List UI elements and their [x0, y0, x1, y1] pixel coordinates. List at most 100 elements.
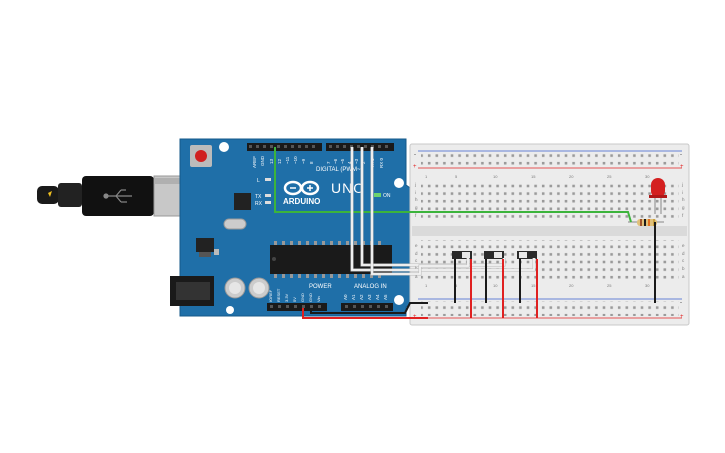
- column-number: 1: [425, 283, 428, 288]
- red-led[interactable]: [649, 178, 667, 214]
- column-number: 10: [493, 174, 498, 179]
- row-letter: g: [682, 205, 685, 210]
- top-terminal-strip: [421, 180, 679, 220]
- column-number: 20: [569, 174, 574, 179]
- column-number: 10: [493, 283, 498, 288]
- top-power-rail: [421, 152, 679, 167]
- pin-10-label: ~10: [293, 156, 298, 164]
- column-number: 30: [645, 174, 650, 179]
- column-number: 25: [607, 283, 612, 288]
- usb-icon: [103, 189, 132, 203]
- top-rail-minus-right: -: [680, 152, 682, 158]
- pin-a4-label: A4: [375, 294, 380, 300]
- usb-cable: [37, 175, 195, 217]
- pin-rx-label: RX 0: [379, 157, 384, 168]
- pin-reset-label: RESET: [276, 288, 281, 302]
- column-number: 20: [569, 283, 574, 288]
- row-letter: f: [682, 213, 684, 218]
- resistor[interactable]: [628, 219, 664, 226]
- pin-5-label: ~5: [340, 158, 345, 164]
- arduino-uno-board[interactable]: AREF GND 13 12 ~11 ~10 ~9 8 7 ~6 ~5 4 ~3…: [170, 138, 417, 317]
- black-wire-gnd[interactable]: [310, 302, 428, 314]
- lightning-icon: [48, 191, 52, 197]
- pin-gnd1-label: GND: [300, 293, 305, 302]
- row-letter: a: [415, 274, 418, 279]
- pin-4-label: 4: [347, 161, 352, 164]
- row-letter: e: [682, 243, 685, 248]
- arduino-model: UNO: [331, 180, 365, 196]
- top-rail-plus: +: [413, 164, 417, 170]
- mount-hole: [226, 306, 234, 314]
- analog-label: ANALOG IN: [354, 284, 387, 290]
- top-rail-plus-right: +: [680, 164, 684, 170]
- slide-switch[interactable]: [484, 251, 504, 259]
- led-rx-label: RX: [255, 201, 263, 207]
- column-number: 5: [455, 283, 458, 288]
- led-on-label: ON: [383, 193, 391, 199]
- white-wire-1-core: [351, 147, 535, 271]
- power-led: [374, 193, 381, 197]
- pin-13-label: 13: [269, 158, 274, 164]
- pin-vin-label: Vin: [316, 296, 321, 302]
- column-number: 15: [531, 174, 536, 179]
- analog-header: [341, 303, 393, 311]
- row-letter: g: [415, 205, 418, 210]
- voltage-regulator: [196, 238, 214, 252]
- pin-a5-label: A5: [383, 294, 388, 300]
- slide-switch[interactable]: [517, 251, 537, 259]
- slide-switch[interactable]: [452, 251, 472, 259]
- row-letter: j: [681, 182, 683, 187]
- column-number: 5: [455, 174, 458, 179]
- pin-a1-label: A1: [351, 294, 356, 300]
- pin-3v3-label: 3.3V: [284, 293, 289, 302]
- mount-hole: [394, 295, 404, 305]
- led-l-label: L: [257, 178, 260, 184]
- pin-9-label: ~9: [301, 158, 306, 164]
- arduino-brand: ARDUINO: [283, 197, 320, 206]
- column-number: 30: [645, 283, 650, 288]
- usb-cable-strain-relief: [37, 186, 59, 204]
- bottom-rail-minus-right: -: [680, 300, 682, 306]
- mount-hole: [394, 178, 404, 188]
- column-number: 1: [425, 174, 428, 179]
- center-channel: [412, 226, 687, 236]
- mount-hole: [219, 142, 229, 152]
- usb-chip: [234, 193, 251, 210]
- arduino-logo: [283, 180, 320, 196]
- red-wire-5v[interactable]: [302, 308, 428, 319]
- pin-6-label: ~6: [333, 158, 338, 164]
- row-letter: j: [414, 182, 416, 187]
- green-wire-pin13[interactable]: [274, 147, 632, 223]
- pin-gnd2-label: GND: [308, 293, 313, 302]
- pin-a3-label: A3: [367, 294, 372, 300]
- aref-label: AREF: [252, 156, 257, 168]
- white-wire-3-core: [371, 147, 469, 275]
- row-letter: b: [682, 266, 685, 271]
- bottom-rail-plus-right: +: [680, 314, 684, 320]
- bottom-terminal-strip: [421, 240, 679, 280]
- gnd-label: GND: [260, 155, 265, 166]
- row-letter: h: [682, 197, 685, 202]
- pin-7-label: 7: [326, 161, 331, 164]
- row-letter: d: [682, 251, 685, 256]
- row-letter: c: [682, 258, 685, 263]
- led-tx-label: TX: [255, 194, 262, 200]
- row-letter: a: [682, 274, 685, 279]
- row-letter: h: [415, 197, 418, 202]
- row-letter: d: [415, 251, 418, 256]
- digital-header-label: DIGITAL (PWM~): [316, 167, 363, 173]
- breadboard[interactable]: - + - + 1 5 10 15 20 25 30 j i h g f j i…: [409, 143, 690, 326]
- row-letter: i: [415, 190, 416, 195]
- pin-3-label: ~3: [354, 158, 359, 164]
- row-letter: c: [415, 258, 418, 263]
- power-label: POWER: [309, 284, 332, 290]
- pin-12-label: 12: [277, 158, 282, 164]
- row-letter: e: [415, 243, 418, 248]
- pin-8-label: 8: [309, 161, 314, 164]
- row-letter: f: [415, 213, 417, 218]
- pin-5v-label: 5V: [292, 297, 297, 302]
- column-number: 15: [531, 283, 536, 288]
- pin-a0-label: A0: [343, 294, 348, 300]
- crystal: [223, 218, 247, 230]
